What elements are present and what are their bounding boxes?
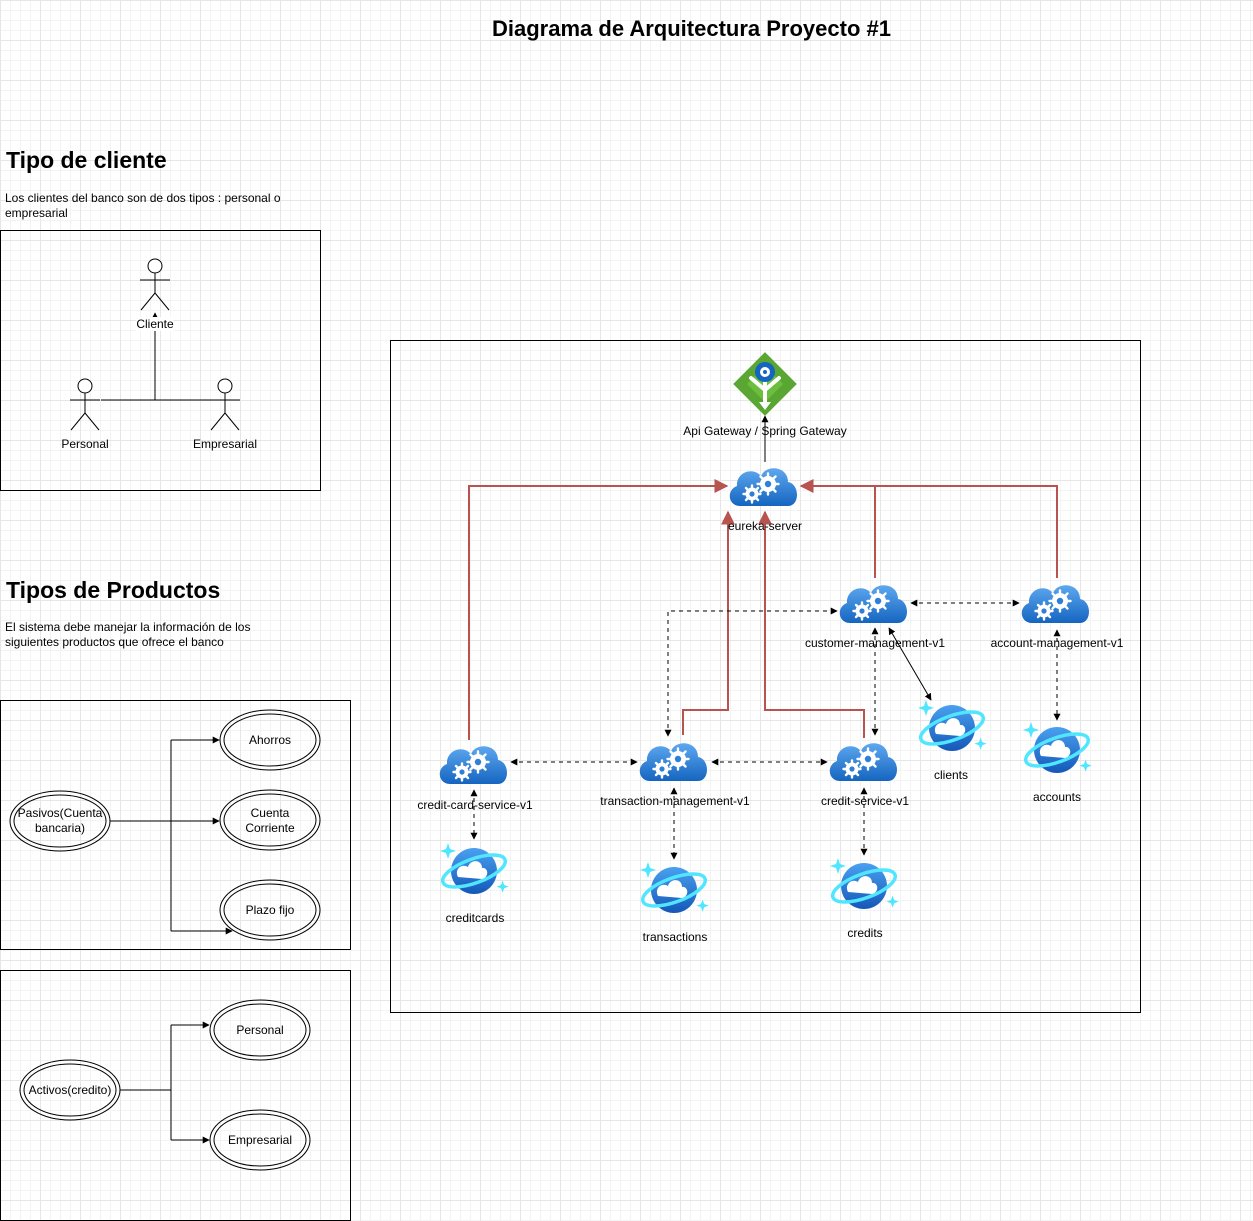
client-section-description: Los clientes del banco son de dos tipos … [5,191,281,220]
liabilities-panel [0,700,351,950]
accounts-db-label: accounts [1032,790,1082,804]
transactions-db-icon [637,860,711,915]
product-section-description: El sistema debe manejar la información d… [5,620,251,649]
creditcards-db-label: creditcards [445,911,505,925]
transaction-management-label: transaction-management-v1 [600,794,750,808]
actor-personal [69,378,101,431]
credits-db-label: credits [847,926,883,940]
eureka-server-icon [728,467,799,508]
customer-management-icon [838,584,909,625]
credits-db-icon [827,856,901,911]
actor-empresarial [209,378,241,431]
account-management-icon [1020,584,1091,625]
clients-db-icon [915,698,989,753]
transaction-management-icon [638,742,709,783]
liabilities-tree [9,709,321,941]
eureka-server-label: eureka-server [727,519,803,533]
transactions-db-label: transactions [642,930,708,944]
client-types-panel [0,230,321,491]
clients-db-link [888,627,932,701]
client-section-heading: Tipo de cliente [6,147,167,173]
credit-service-label: credit-service-v1 [820,794,910,808]
credit-service-icon [828,742,899,783]
actor-empresarial-label: Empresarial [192,437,258,451]
liabilities-root-label: Pasivos(Cuenta bancaria) [17,806,103,835]
clients-db-label: clients [933,768,969,782]
creditcards-db-icon [437,841,511,896]
actor-personal-label: Personal [61,437,109,451]
actor-cliente [139,258,171,311]
accounts-db-icon [1020,720,1094,775]
actor-cliente-label: Cliente [136,317,174,331]
account-management-label: account-management-v1 [990,636,1124,650]
customer-management-label: customer-management-v1 [804,636,946,650]
asset-item-empresarial: Empresarial [227,1133,293,1147]
credit-card-service-label: credit-card-service-v1 [417,798,533,812]
product-section-heading: Tipos de Productos [6,577,221,603]
api-gateway-icon [733,352,797,416]
asset-item-personal: Personal [236,1023,284,1037]
architecture-panel [390,340,1141,1013]
liability-item-cuenta-corriente: Cuenta Corriente [245,806,295,835]
service-links [470,599,1061,860]
assets-tree [19,999,311,1171]
liability-item-plazo-fijo: Plazo fijo [245,903,295,917]
assets-root-label: Activos(credito) [28,1083,112,1097]
credit-card-service-icon [438,745,509,786]
liability-item-ahorros: Ahorros [248,733,292,747]
page-title: Diagrama de Arquitectura Proyecto #1 [492,16,891,41]
api-gateway-label: Api Gateway / Spring Gateway [683,424,847,438]
